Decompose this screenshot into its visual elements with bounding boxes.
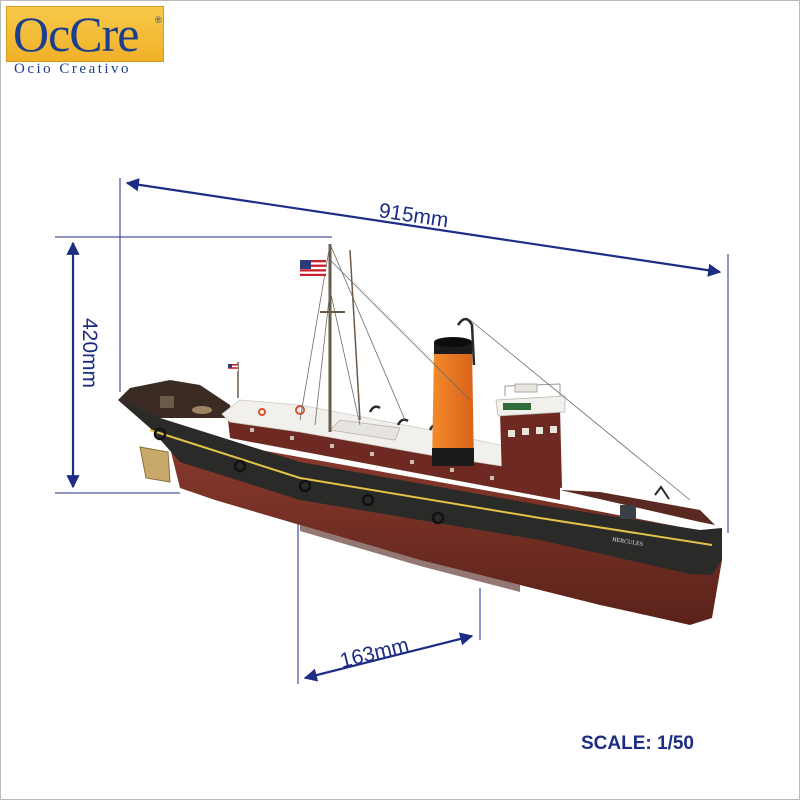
ventilator — [368, 405, 381, 413]
logo-registered-mark: ® — [155, 15, 162, 25]
skylight — [329, 419, 401, 441]
deck-hatch — [192, 406, 212, 414]
wheelhouse-window — [550, 426, 557, 433]
porthole — [250, 428, 254, 432]
stay — [329, 243, 406, 421]
length-arrow — [125, 178, 722, 277]
wheelhouse-window — [508, 430, 515, 437]
cargo-boom — [349, 249, 361, 421]
hull-name-label: HERCULES — [612, 537, 644, 548]
stay — [329, 289, 361, 426]
flag-stripe — [300, 260, 326, 263]
length-label: 915mm — [377, 199, 450, 232]
wheelhouse — [500, 408, 562, 488]
funnel — [432, 350, 474, 466]
forestay — [469, 319, 691, 501]
funnel-opening — [434, 337, 472, 347]
logo-wordmark: OcCre — [13, 6, 139, 62]
keel-shadow — [300, 525, 520, 592]
fender — [431, 511, 445, 525]
us-flag — [300, 260, 326, 276]
stern-flag — [228, 364, 238, 371]
portholes — [250, 428, 494, 480]
stern-winch — [160, 396, 174, 408]
foredeck — [560, 490, 715, 525]
flag-stripe — [300, 269, 326, 272]
anchor-windlass — [620, 505, 636, 519]
fenders — [153, 427, 445, 525]
ventilator — [396, 418, 409, 426]
funnel-base-band — [432, 448, 474, 466]
stay — [314, 289, 331, 426]
flag-canton — [300, 260, 311, 269]
logo-tagline: Ocio Creativo — [14, 61, 132, 77]
porthole — [490, 476, 494, 480]
lifebuoy — [295, 405, 305, 415]
bow-bitt — [654, 485, 670, 500]
rudder — [139, 446, 171, 483]
hull-upper-band — [118, 392, 722, 575]
stern-flag-stripe — [228, 364, 238, 366]
porthole — [410, 460, 414, 464]
lifebuoy — [258, 408, 266, 416]
logo-background: OcCre ® — [6, 6, 164, 62]
scale-label: SCALE: 1/50 — [581, 733, 694, 754]
fender — [233, 459, 247, 473]
fender — [361, 493, 375, 507]
height-label: 420mm — [78, 318, 101, 388]
stern-flag-canton — [228, 364, 232, 368]
width-label: 163mm — [338, 634, 412, 673]
searchlight-platform — [514, 383, 538, 393]
porthole — [370, 452, 374, 456]
sheer-stripe — [149, 429, 713, 546]
fender — [298, 479, 312, 493]
stay — [329, 259, 471, 401]
wheelhouse-window — [536, 427, 543, 434]
flag-stripe — [300, 273, 326, 276]
nameboard — [503, 403, 531, 410]
wheelhouse-window — [522, 428, 529, 435]
flag-stripe — [300, 264, 326, 267]
occre-logo: OcCre ® Ocio Creativo — [6, 6, 166, 78]
porthole — [450, 468, 454, 472]
fender — [153, 427, 167, 441]
tugboat-model: HERCULES — [118, 243, 722, 625]
deckhouse-lower — [228, 420, 560, 500]
porthole — [290, 436, 294, 440]
stern-flag-stripe — [228, 367, 238, 369]
porthole — [330, 444, 334, 448]
width-arrow — [303, 632, 474, 682]
whistle-pipe — [456, 317, 476, 366]
